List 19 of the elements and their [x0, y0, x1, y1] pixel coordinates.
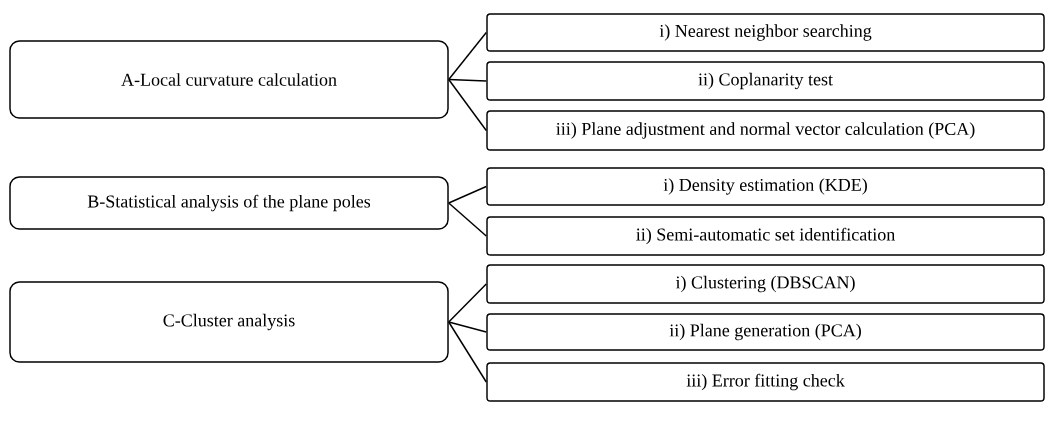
connector-line [448, 78, 487, 132]
step-box: A-Local curvature calculation [9, 40, 449, 119]
connector-line [448, 283, 487, 323]
connector-line [448, 202, 487, 237]
substep-box: ii) Coplanarity test [486, 61, 1045, 101]
step-box: C-Cluster analysis [9, 281, 449, 363]
substep-box: iii) Error fitting check [486, 362, 1045, 402]
connector-line [448, 321, 487, 333]
connector-line [448, 321, 487, 383]
step-box: B-Statistical analysis of the plane poles [9, 176, 449, 230]
connector-line [448, 78, 487, 82]
connector-line [448, 185, 487, 204]
substep-box: i) Nearest neighbor searching [486, 13, 1045, 52]
substep-box: i) Density estimation (KDE) [486, 167, 1045, 206]
substep-box: i) Clustering (DBSCAN) [486, 264, 1045, 304]
substep-box: iii) Plane adjustment and normal vector calculation (PCA) [486, 110, 1045, 151]
substep-box: ii) Plane generation (PCA) [486, 313, 1045, 351]
substep-box: ii) Semi-automatic set identification [486, 216, 1045, 256]
connector-line [448, 31, 487, 81]
